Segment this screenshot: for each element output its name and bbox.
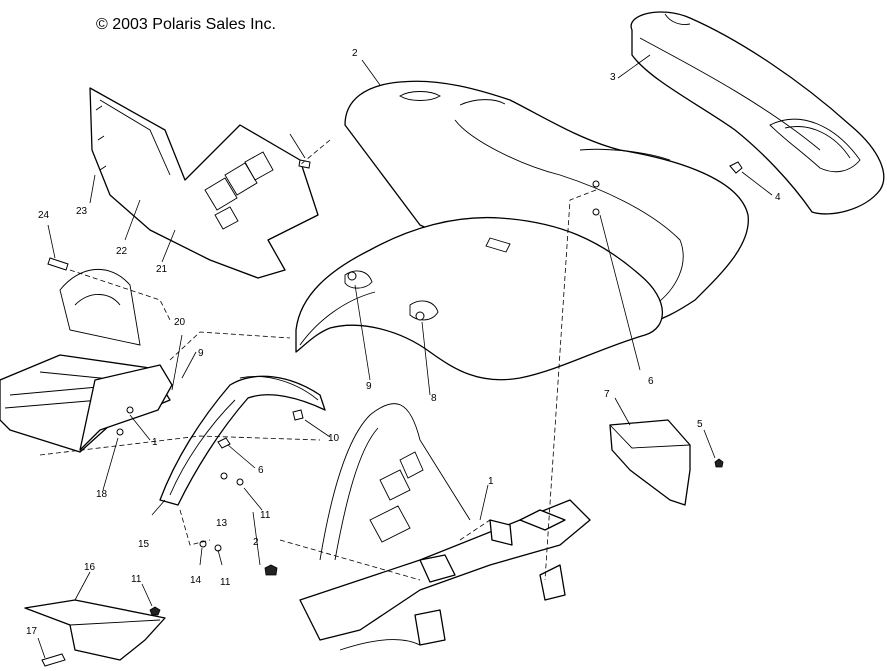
callout-18: 18 <box>96 489 108 500</box>
footwell-panel-21-22-23 <box>89 87 319 279</box>
callout-11-upper: 11 <box>260 510 271 521</box>
copyright-notice: © 2003 Polaris Sales Inc. <box>96 16 276 33</box>
hardware-fasteners <box>47 159 600 576</box>
cover-part-16 <box>24 599 166 667</box>
callout-6-right: 6 <box>648 376 654 387</box>
callout-23: 23 <box>76 206 88 217</box>
callout-15: 15 <box>138 539 150 550</box>
callout-2-top: 2 <box>352 48 358 59</box>
callout-11-bottom: 11 <box>131 574 142 585</box>
callout-24: 24 <box>38 210 50 221</box>
callout-8: 8 <box>431 393 437 404</box>
callout-16: 16 <box>84 562 96 573</box>
callout-20: 20 <box>174 317 186 328</box>
callout-1-left: 1 <box>152 437 158 448</box>
bracket-part-7 <box>609 419 724 506</box>
assembly-lines <box>39 139 597 581</box>
callout-21: 21 <box>156 264 168 275</box>
callout-10: 10 <box>328 433 340 444</box>
callout-11-lower: 11 <box>220 577 231 588</box>
callout-4: 4 <box>775 192 781 203</box>
seat-part-3 <box>630 11 885 215</box>
callout-5: 5 <box>697 419 703 430</box>
leader-lines <box>37 54 773 659</box>
front-cab-part-2 <box>295 80 749 381</box>
footrest-left <box>0 269 173 453</box>
callout-9-center: 9 <box>366 381 372 392</box>
fender-flare-part-15 <box>159 375 326 506</box>
callout-3: 3 <box>610 72 616 83</box>
callout-labels: 2 3 4 6 7 5 9 8 10 6 11 13 2 15 14 11 11… <box>26 48 781 637</box>
callout-13: 13 <box>216 518 228 529</box>
callout-2-lower: 2 <box>253 537 259 548</box>
frame-assembly <box>299 403 591 651</box>
callout-6-left: 6 <box>258 465 264 476</box>
callout-14: 14 <box>190 575 202 586</box>
callout-7: 7 <box>604 389 610 400</box>
callout-22: 22 <box>116 246 128 257</box>
callout-1-center: 1 <box>488 476 494 487</box>
callout-9-left: 9 <box>198 348 204 359</box>
callout-17: 17 <box>26 626 38 637</box>
